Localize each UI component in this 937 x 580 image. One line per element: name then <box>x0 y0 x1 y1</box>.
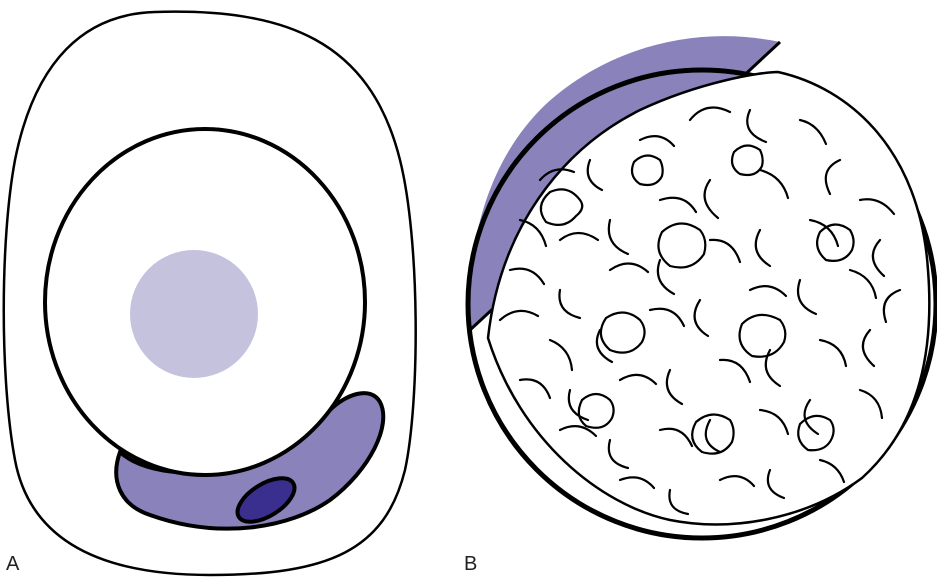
panel-a-illustration <box>4 12 416 575</box>
panel-b-illustration <box>468 36 936 538</box>
nucleolus-a <box>130 250 258 378</box>
panel-label-b: B <box>464 553 477 576</box>
panel-label-a: A <box>6 553 19 576</box>
